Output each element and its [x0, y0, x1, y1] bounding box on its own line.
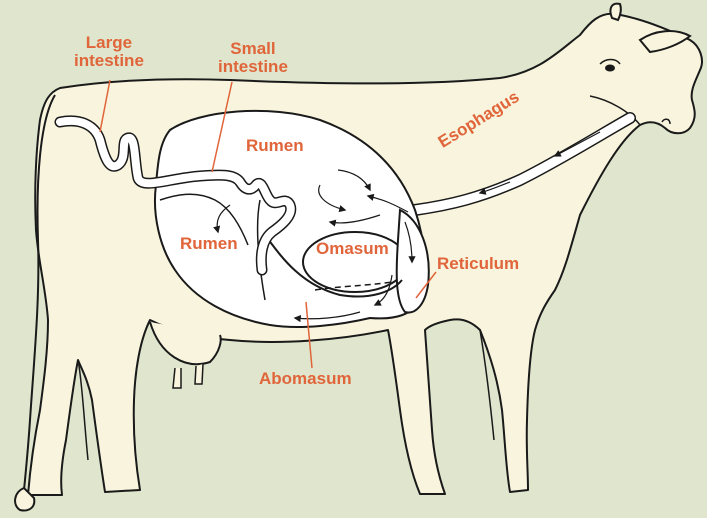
label-small-intestine: Small intestine	[218, 40, 288, 76]
label-abomasum: Abomasum	[259, 370, 352, 388]
horn	[610, 4, 620, 20]
label-omasum: Omasum	[316, 240, 389, 258]
label-rumen-left: Rumen	[180, 235, 238, 253]
teat	[173, 368, 181, 388]
label-reticulum: Reticulum	[437, 255, 519, 273]
label-rumen-top: Rumen	[246, 137, 304, 155]
teat	[195, 364, 203, 384]
eye-icon	[605, 65, 615, 72]
label-large-intestine: Large intestine	[74, 34, 144, 70]
